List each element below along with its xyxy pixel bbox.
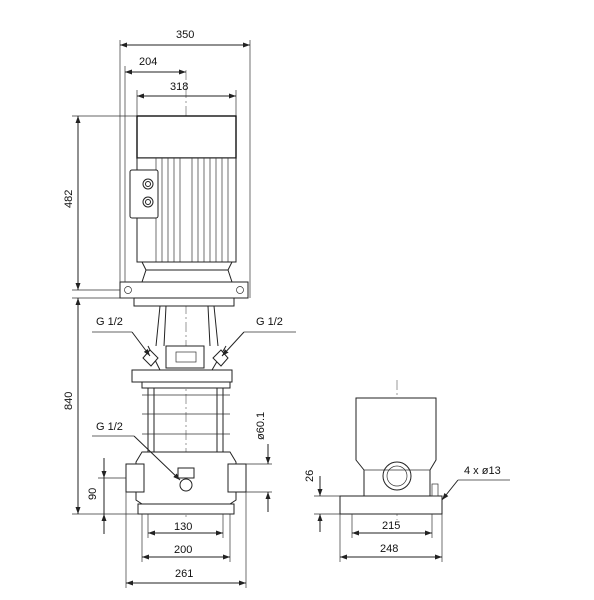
- label-port-left-top: G 1/2: [92, 316, 151, 357]
- label-mounting-holes: 4 x ø13: [441, 465, 510, 501]
- dim-side-foot-spacing: 215: [351, 514, 433, 538]
- dim-diameter-text: ø60.1: [255, 412, 267, 440]
- front-view: 350 204 318 482 840: [63, 29, 296, 588]
- dim-26-text: 26: [304, 470, 316, 482]
- port-left-top-text: G 1/2: [96, 316, 123, 328]
- dim-215-text: 215: [382, 520, 400, 532]
- side-base-plate: [339, 495, 443, 515]
- dim-motor-width: 318: [136, 81, 237, 116]
- dim-90-text: 90: [87, 488, 99, 500]
- side-sleeve: [355, 397, 437, 497]
- dim-482-text: 482: [63, 190, 75, 208]
- dim-motor-height: 482: [63, 115, 137, 291]
- dim-foot-spacing: 200: [141, 514, 231, 562]
- port-drain-text: G 1/2: [96, 421, 123, 433]
- dim-motor-offset: 204: [124, 56, 186, 282]
- dim-840-text: 840: [63, 392, 75, 410]
- dim-350-text: 350: [176, 29, 194, 41]
- dim-200-text: 200: [174, 544, 192, 556]
- terminal-box: [129, 169, 159, 219]
- motor-flange: [119, 281, 249, 299]
- dim-248-text: 248: [380, 543, 398, 555]
- port-right-top-text: G 1/2: [256, 316, 283, 328]
- dim-pump-height: 840: [63, 297, 138, 515]
- dim-261-text: 261: [175, 568, 193, 580]
- label-port-right-top: G 1/2: [221, 316, 296, 357]
- dim-204-text: 204: [139, 56, 157, 68]
- dim-130-text: 130: [174, 521, 192, 533]
- dim-port-spacing: 130: [147, 514, 224, 538]
- label-port-drain: G 1/2: [92, 421, 181, 481]
- port-plug-left: [142, 349, 159, 367]
- coupling-frame: [133, 297, 235, 371]
- dim-base-height: 90: [87, 458, 126, 534]
- dim-pipe-diameter: ø60.1: [246, 412, 272, 512]
- dim-318-text: 318: [170, 81, 188, 93]
- dim-overall-width: 350: [119, 29, 251, 298]
- side-view: 26 215 248 4 x ø13: [304, 380, 510, 562]
- dim-side-base-width: 248: [339, 514, 443, 562]
- motor-body: [136, 115, 237, 159]
- dim-side-flange-height: 26: [304, 470, 340, 532]
- dim-base-width: 261: [125, 492, 247, 588]
- pump-base: [125, 451, 247, 515]
- side-outlet-port: [382, 461, 412, 491]
- pump-head: [131, 369, 233, 383]
- mounting-holes-text: 4 x ø13: [464, 465, 501, 477]
